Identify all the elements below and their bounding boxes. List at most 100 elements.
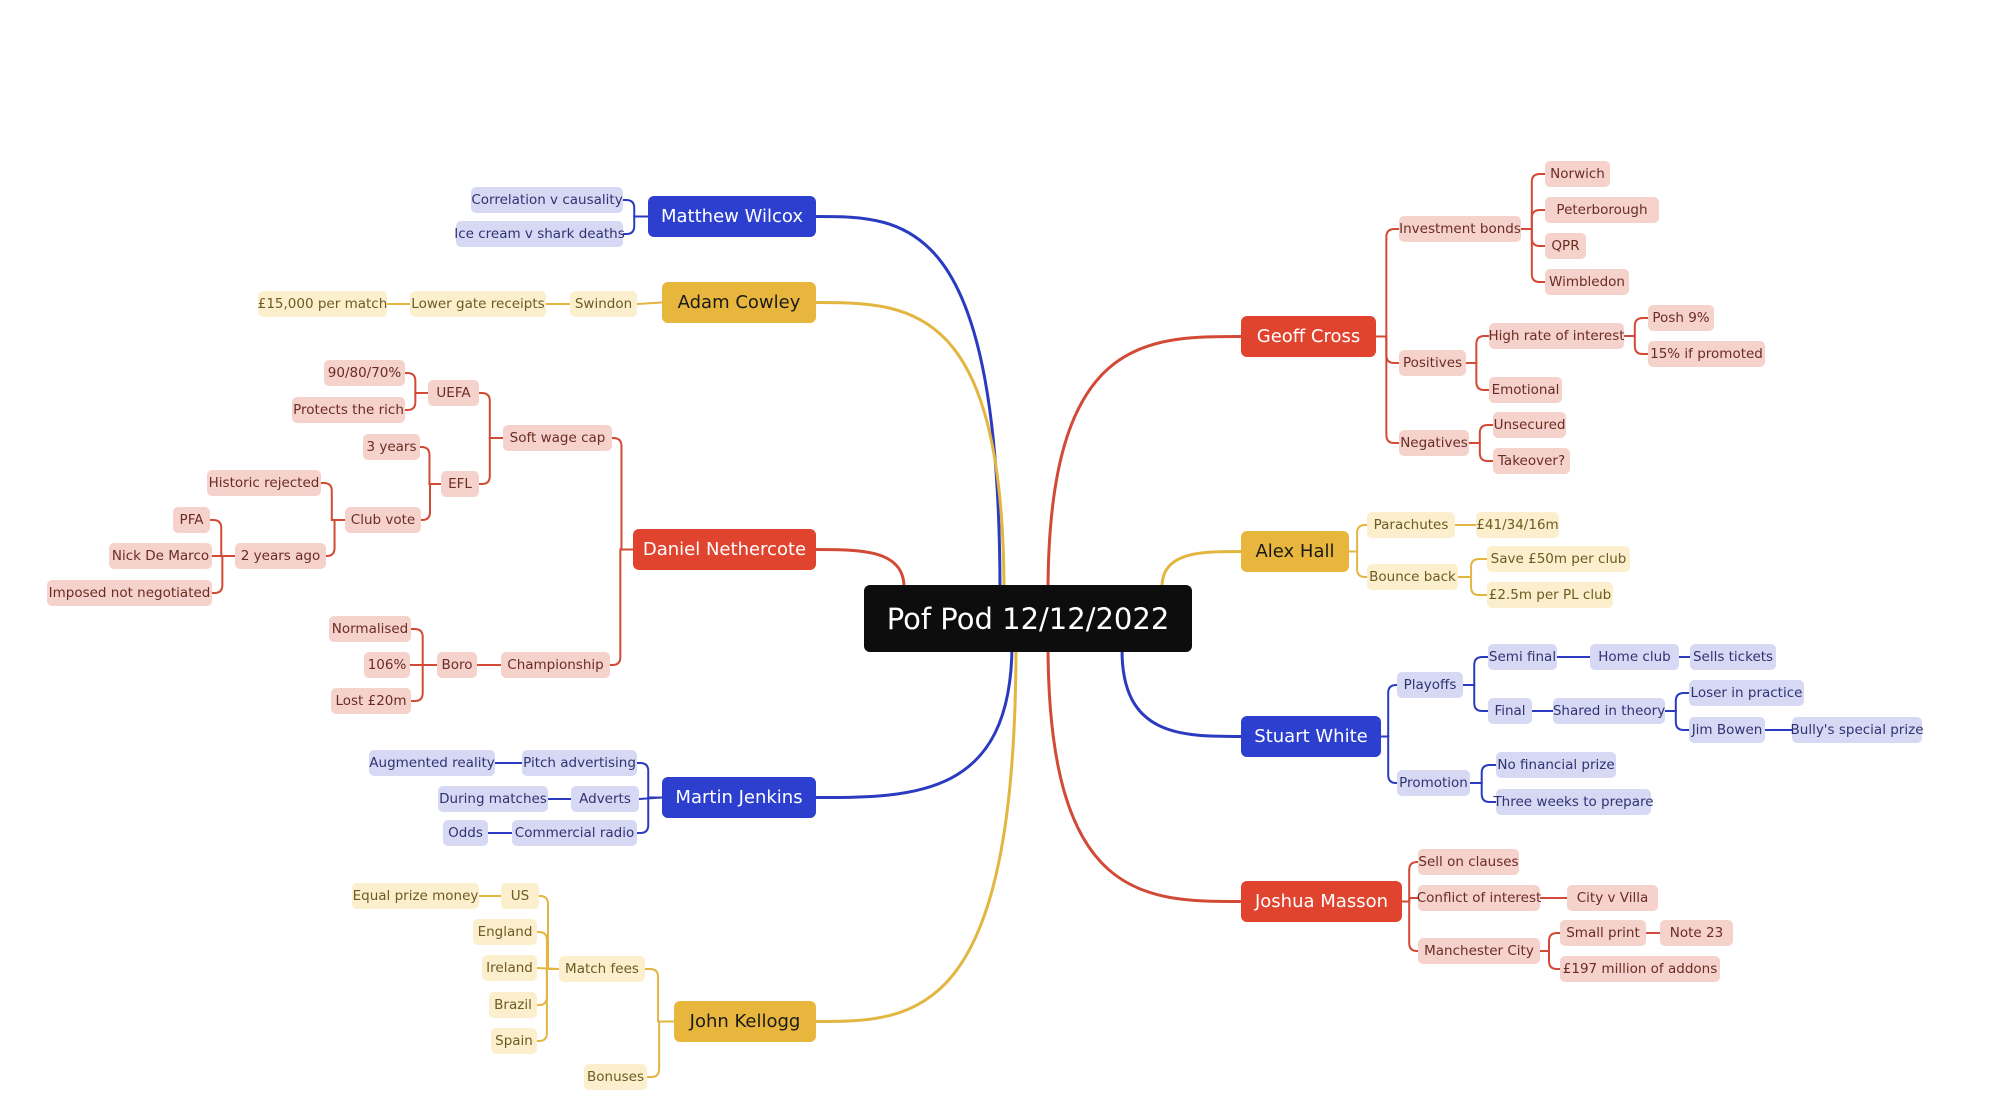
topic-equal-prize-money[interactable]: Equal prize money xyxy=(352,883,479,909)
topic-protects-the-rich[interactable]: Protects the rich xyxy=(292,397,405,423)
topic-save-50m-per-club[interactable]: Save £50m per club xyxy=(1487,546,1630,572)
connector-line xyxy=(1380,735,1398,784)
topic-correlation-v-causality[interactable]: Correlation v causality xyxy=(471,187,623,213)
topic-parachutes[interactable]: Parachutes xyxy=(1367,512,1455,538)
topic-jim-bowen[interactable]: Jim Bowen xyxy=(1689,717,1765,743)
topic-qpr[interactable]: QPR xyxy=(1545,233,1586,259)
topic-positives[interactable]: Positives xyxy=(1399,350,1466,376)
topic-norwich[interactable]: Norwich xyxy=(1545,161,1610,187)
topic-note-23[interactable]: Note 23 xyxy=(1660,920,1733,946)
topic-sells-tickets[interactable]: Sells tickets xyxy=(1690,644,1776,670)
topic-bully-s-special-prize[interactable]: Bully's special prize xyxy=(1791,717,1924,743)
topic-41-34-16m[interactable]: £41/34/16m xyxy=(1476,512,1559,538)
topic-peterborough[interactable]: Peterborough xyxy=(1545,197,1659,223)
topic-unsecured[interactable]: Unsecured xyxy=(1493,412,1566,438)
topic-3-years[interactable]: 3 years xyxy=(363,434,420,460)
connector-line xyxy=(814,215,1002,595)
topic-shared-in-theory[interactable]: Shared in theory xyxy=(1553,698,1665,724)
topic-us[interactable]: US xyxy=(501,883,539,909)
topic-semi-final[interactable]: Semi final xyxy=(1488,644,1557,670)
topic-spain[interactable]: Spain xyxy=(491,1028,537,1054)
topic-three-weeks-to-prepare[interactable]: Three weeks to prepare xyxy=(1493,789,1654,815)
branch-martin-jenkins[interactable]: Martin Jenkins xyxy=(662,777,816,818)
topic-bonuses[interactable]: Bonuses xyxy=(584,1064,647,1090)
topic-ice-cream-v-shark-deaths[interactable]: Ice cream v shark deaths xyxy=(454,221,625,247)
topic-odds[interactable]: Odds xyxy=(443,820,488,846)
branch-geoff-cross[interactable]: Geoff Cross xyxy=(1241,316,1376,357)
topic-nick-de-marco[interactable]: Nick De Marco xyxy=(109,543,212,569)
topic-final[interactable]: Final xyxy=(1488,698,1532,724)
branch-joshua-masson[interactable]: Joshua Masson xyxy=(1241,881,1402,922)
connector-line xyxy=(1539,932,1561,952)
topic-negatives[interactable]: Negatives xyxy=(1399,430,1469,456)
topic-no-financial-prize[interactable]: No financial prize xyxy=(1496,752,1616,778)
topic-home-club[interactable]: Home club xyxy=(1590,644,1679,670)
branch-stuart-white[interactable]: Stuart White xyxy=(1241,716,1381,757)
topic-soft-wage-cap[interactable]: Soft wage cap xyxy=(503,425,612,451)
topic-promotion[interactable]: Promotion xyxy=(1397,770,1470,796)
topic-loser-in-practice[interactable]: Loser in practice xyxy=(1689,680,1804,706)
topic-normalised[interactable]: Normalised xyxy=(329,616,411,642)
topic-15-if-promoted[interactable]: 15% if promoted xyxy=(1648,341,1765,367)
topic-high-rate-of-interest[interactable]: High rate of interest xyxy=(1488,323,1625,349)
topic-lost-20m[interactable]: Lost £20m xyxy=(331,688,411,714)
branch-adam-cowley[interactable]: Adam Cowley xyxy=(662,282,816,323)
topic-during-matches[interactable]: During matches xyxy=(438,786,548,812)
topic-investment-bonds[interactable]: Investment bonds xyxy=(1399,216,1521,242)
topic-england[interactable]: England xyxy=(473,919,537,945)
topic-adverts[interactable]: Adverts xyxy=(571,786,639,812)
topic-manchester-city[interactable]: Manchester City xyxy=(1418,938,1540,964)
branch-daniel-nethercote[interactable]: Daniel Nethercote xyxy=(633,529,816,570)
topic-2-years-ago[interactable]: 2 years ago xyxy=(235,543,326,569)
topic-ireland[interactable]: Ireland xyxy=(482,955,537,981)
connector-line xyxy=(410,664,438,702)
topic-small-print[interactable]: Small print xyxy=(1560,920,1646,946)
topic-swindon[interactable]: Swindon xyxy=(570,291,637,317)
connector-line xyxy=(320,482,346,521)
topic-emotional[interactable]: Emotional xyxy=(1489,377,1562,403)
connector-line xyxy=(622,199,649,218)
connector-line xyxy=(1375,228,1400,338)
topic-197-million-of-addons[interactable]: £197 million of addons xyxy=(1560,956,1720,982)
topic-posh-9[interactable]: Posh 9% xyxy=(1648,305,1714,331)
connector-line xyxy=(1120,648,1243,738)
topic-conflict-of-interest[interactable]: Conflict of interest xyxy=(1417,885,1541,911)
topic-106[interactable]: 106% xyxy=(364,652,410,678)
topic-match-fees[interactable]: Match fees xyxy=(559,956,645,982)
branch-john-kellogg[interactable]: John Kellogg xyxy=(674,1001,816,1042)
topic-city-v-villa[interactable]: City v Villa xyxy=(1567,885,1658,911)
topic-pitch-advertising[interactable]: Pitch advertising xyxy=(522,750,637,776)
connector-line xyxy=(1469,764,1497,784)
topic-efl[interactable]: EFL xyxy=(441,471,479,497)
central-topic[interactable]: Pof Pod 12/12/2022 xyxy=(864,585,1192,652)
topic-commercial-radio[interactable]: Commercial radio xyxy=(512,820,637,846)
topic-playoffs[interactable]: Playoffs xyxy=(1397,672,1463,698)
topic-2-5m-per-pl-club[interactable]: £2.5m per PL club xyxy=(1487,582,1613,608)
topic-club-vote[interactable]: Club vote xyxy=(345,507,421,533)
branch-matthew-wilcox[interactable]: Matthew Wilcox xyxy=(648,196,816,237)
topic-pfa[interactable]: PFA xyxy=(173,507,210,533)
connector-line xyxy=(644,968,675,1023)
topic-imposed-not-negotiated[interactable]: Imposed not negotiated xyxy=(47,580,212,606)
topic-championship[interactable]: Championship xyxy=(501,652,610,678)
connector-line xyxy=(1401,897,1419,903)
topic-boro[interactable]: Boro xyxy=(437,652,477,678)
branch-alex-hall[interactable]: Alex Hall xyxy=(1241,531,1349,572)
topic-sell-on-clauses[interactable]: Sell on clauses xyxy=(1418,849,1519,875)
topic-bounce-back[interactable]: Bounce back xyxy=(1367,564,1458,590)
topic-brazil[interactable]: Brazil xyxy=(489,992,537,1018)
connector-line xyxy=(536,931,560,970)
topic-takeover[interactable]: Takeover? xyxy=(1493,448,1570,474)
topic-uefa[interactable]: UEFA xyxy=(428,380,479,406)
topic-augmented-reality[interactable]: Augmented reality xyxy=(369,750,495,776)
topic-lower-gate-receipts[interactable]: Lower gate receipts xyxy=(410,291,546,317)
connector-line xyxy=(1375,335,1400,364)
topic-wimbledon[interactable]: Wimbledon xyxy=(1545,269,1629,295)
topic-15-000-per-match[interactable]: £15,000 per match xyxy=(258,291,387,317)
connector-line xyxy=(1375,335,1400,444)
connector-line xyxy=(536,968,560,1006)
connector-line xyxy=(814,548,906,589)
connector-line xyxy=(1457,576,1488,596)
topic-historic-rejected[interactable]: Historic rejected xyxy=(207,470,321,496)
topic-90-80-70[interactable]: 90/80/70% xyxy=(324,360,405,386)
